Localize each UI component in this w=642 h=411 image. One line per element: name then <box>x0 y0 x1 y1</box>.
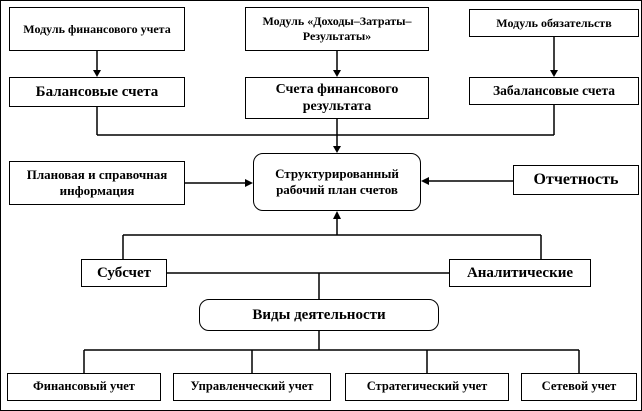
link-subaccount-analytical-activities <box>167 272 449 299</box>
node-label: Модуль «Доходы–Затраты–Результаты» <box>262 14 412 43</box>
node-analytical: Аналитические <box>449 259 591 287</box>
arrow-lower-to-central <box>122 211 542 259</box>
arrow-planinfo-to-central <box>185 179 253 187</box>
node-financial-accounting: Финансовый учет <box>7 373 161 401</box>
node-strategic-accounting: Стратегический учет <box>345 373 509 401</box>
arrow-reporting-to-central <box>421 177 513 185</box>
node-label: Отчетность <box>533 171 619 188</box>
node-label: Субсчет <box>96 264 152 281</box>
node-offbalance-accounts: Забалансовые счета <box>469 77 639 105</box>
merge-accounts-to-central <box>96 105 555 153</box>
node-label: Балансовые счета <box>35 83 159 100</box>
node-label: Виды деятельности <box>252 306 386 323</box>
node-module-financial-accounting: Модуль финансового учета <box>9 7 185 51</box>
node-label: Плановая и справочная информация <box>26 166 168 198</box>
node-reporting: Отчетность <box>513 165 639 195</box>
node-label: Забалансовые счета <box>492 82 616 98</box>
node-label: Структурированный рабочий план счетов <box>275 165 399 197</box>
node-module-obligations: Модуль обязательств <box>469 9 639 37</box>
node-label: Модуль обязательств <box>496 15 612 30</box>
arrows-modules-to-accounts <box>93 37 558 77</box>
node-network-accounting: Сетевой учет <box>521 373 637 401</box>
node-label: Сетевой учет <box>541 379 617 394</box>
node-planning-reference-info: Плановая и справочная информация <box>9 161 185 205</box>
node-label: Модуль финансового учета <box>23 21 171 36</box>
node-label: Финансовый учет <box>33 379 135 394</box>
node-financial-result-accounts: Счета финансового результата <box>245 77 429 119</box>
node-module-income-costs-results: Модуль «Доходы–Затраты–Результаты» <box>245 7 429 51</box>
node-subaccount: Субсчет <box>81 259 167 287</box>
node-management-accounting: Управленческий учет <box>173 373 331 401</box>
node-structured-working-chart-of-accounts: Структурированный рабочий план счетов <box>253 153 421 211</box>
node-label: Счета финансового результата <box>275 81 399 115</box>
node-balance-accounts: Балансовые счета <box>9 77 185 107</box>
link-activities-to-bottom-row <box>83 331 580 373</box>
node-activity-types: Виды деятельности <box>199 299 439 331</box>
node-label: Аналитические <box>466 264 574 281</box>
node-label: Управленческий учет <box>190 379 314 394</box>
node-label: Стратегический учет <box>366 379 488 394</box>
